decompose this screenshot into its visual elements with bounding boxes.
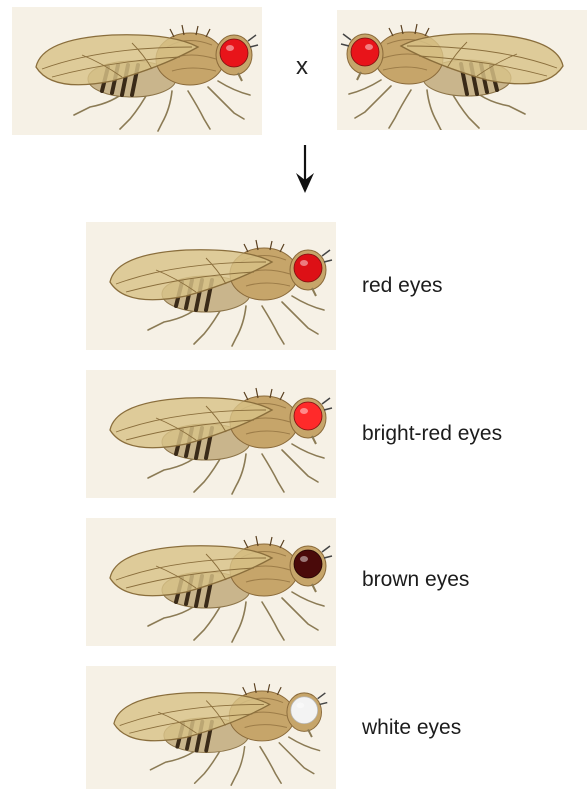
parent-fly-1-panel (12, 7, 262, 135)
fly-eye-highlight (300, 556, 308, 562)
fly-eye-highlight (226, 45, 234, 51)
fly-eye (294, 254, 322, 282)
offspring-fly-bright-red-panel (86, 370, 336, 498)
offspring-fly-red-panel (86, 222, 336, 350)
parent-fly-2-panel (337, 10, 587, 130)
offspring-fly-red-illustration (86, 222, 336, 350)
offspring-fly-white-panel (86, 666, 336, 789)
offspring-fly-bright-red-illustration (86, 370, 336, 498)
fly-eye (291, 697, 318, 724)
fly-eye-highlight (300, 408, 308, 414)
offspring-fly-brown-panel (86, 518, 336, 646)
fly-eye-highlight (365, 44, 373, 50)
fly-eye (220, 39, 248, 67)
fly-eye (351, 38, 379, 66)
parent-fly-2-illustration (337, 10, 587, 130)
offspring-fly-brown-illustration (86, 518, 336, 646)
cross-symbol: x (296, 53, 308, 81)
down-arrow-icon (292, 143, 318, 195)
fly-eye-highlight (297, 703, 305, 709)
fly-eye (294, 550, 322, 578)
fly-eye (294, 402, 322, 430)
offspring-label-brown: brown eyes (362, 568, 469, 592)
offspring-label-red: red eyes (362, 274, 443, 298)
offspring-label-white: white eyes (362, 716, 461, 740)
fly-eye-highlight (300, 260, 308, 266)
offspring-fly-white-illustration (86, 666, 336, 789)
parent-fly-1-illustration (12, 7, 262, 135)
offspring-label-bright-red: bright-red eyes (362, 422, 502, 446)
